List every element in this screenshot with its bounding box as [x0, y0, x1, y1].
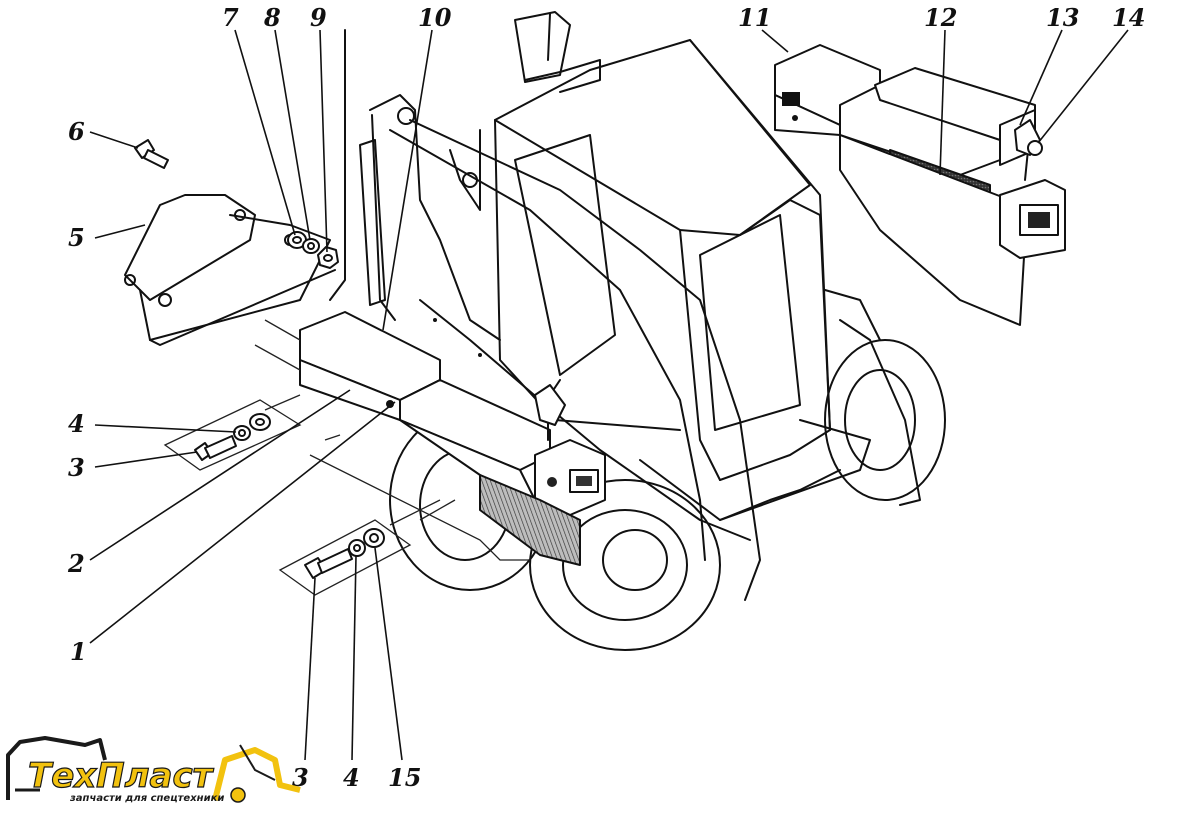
callout-13: 13	[1046, 3, 1079, 32]
callout-3: 3	[68, 453, 85, 482]
fastener-group-lower	[278, 434, 530, 596]
left-beam-assembly	[299, 311, 606, 566]
washers-7-8-9	[287, 231, 339, 269]
bolt-6	[134, 139, 169, 169]
callout-15: 15	[388, 763, 421, 792]
callout-4-lower: 4	[343, 763, 360, 792]
loader-icon	[212, 747, 301, 801]
logo-brand: ТехПласт	[28, 756, 215, 796]
callout-3-lower: 3	[292, 763, 309, 792]
techplast-logo: ТехПласт запчасти для спецтехники	[6, 736, 301, 804]
fastener-group-upper	[163, 319, 302, 471]
callout-4: 4	[68, 409, 85, 438]
loader-machine-outline	[359, 11, 946, 651]
callout-10: 10	[418, 3, 452, 32]
leader-lines	[89, 29, 1129, 761]
callout-1: 1	[70, 637, 87, 666]
callout-6: 6	[68, 117, 85, 146]
right-beam-assembly	[774, 44, 1066, 326]
callout-12: 12	[924, 3, 957, 32]
callout-8: 8	[263, 3, 281, 32]
logo-tagline: запчасти для спецтехники	[69, 793, 224, 804]
callout-7: 7	[222, 3, 239, 32]
callout-2: 2	[67, 549, 85, 578]
bracket-plate	[124, 29, 346, 346]
excavator-icon	[6, 736, 107, 800]
callout-14: 14	[1112, 3, 1145, 32]
callout-labels: 1 2 3 3 4 4 5 6 7 8 9 10 11 12 13 14 15	[67, 3, 1145, 792]
callout-9: 9	[310, 3, 327, 32]
callout-11: 11	[738, 3, 771, 32]
callout-5: 5	[68, 223, 85, 252]
